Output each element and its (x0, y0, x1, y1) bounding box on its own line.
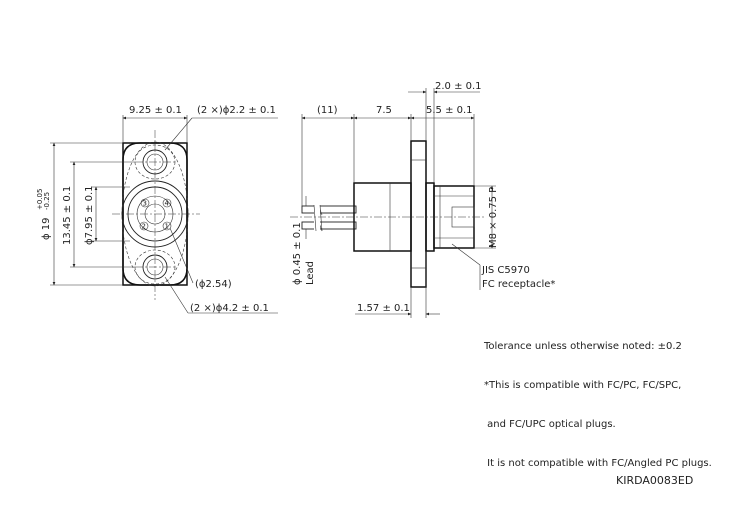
front-view: 1 2 3 4 9.25 ± 0.1 (2 ×)ϕ2.2 ± 0.1 ϕ 19 … (36, 105, 278, 314)
dim-width: 9.25 ± 0.1 (129, 105, 182, 116)
notes: Tolerance unless otherwise noted: ±0.2 *… (484, 314, 712, 483)
note-compat-2: and FC/UPC optical plugs. (484, 419, 616, 430)
dim-5-5: 5.5 ± 0.1 (426, 105, 473, 116)
note-compat-3: It is not compatible with FC/Angled PC p… (484, 458, 712, 469)
lead-label: Lead (305, 261, 316, 285)
pin-label-2: 2 (142, 223, 146, 231)
dim-hole-pitch: 13.45 ± 0.1 (62, 186, 73, 245)
drawing-code: KIRDA0083ED (616, 474, 694, 487)
dim-bottom: 1.57 ± 0.1 (357, 303, 410, 314)
receptacle-label: FC receptacle* (482, 279, 555, 290)
dim-outer-dia: ϕ 19 (41, 218, 52, 241)
pin-3 (140, 198, 150, 208)
pin-4 (162, 198, 172, 208)
dim-small-holes: (2 ×)ϕ2.2 ± 0.1 (197, 105, 276, 116)
dim-outer-dia-tol-lower: -0.25 (43, 192, 51, 210)
pin-label-3: 3 (143, 200, 147, 208)
pin-label-4: 4 (165, 200, 170, 208)
pin-1 (162, 221, 172, 231)
dim-11: (11) (317, 105, 338, 116)
note-tolerance: Tolerance unless otherwise noted: ±0.2 (484, 341, 682, 352)
dim-top: 2.0 ± 0.1 (435, 81, 482, 92)
lead-upper (301, 205, 357, 214)
dim-7-5: 7.5 (376, 105, 392, 116)
receptacle-std: JIS C5970 (481, 265, 530, 276)
note-compat-1: *This is compatible with FC/PC, FC/SPC, (484, 380, 682, 391)
side-flange (410, 140, 427, 288)
pin-2 (139, 221, 149, 231)
pin-label-1: 1 (165, 223, 169, 231)
dim-large-holes: (2 ×)ϕ4.2 ± 0.1 (190, 303, 269, 314)
dim-pcd: (ϕ2.54) (195, 279, 232, 290)
dim-pin-circle: ϕ7.95 ± 0.1 (84, 185, 95, 245)
dim-lead: ϕ 0.45 ± 0.1 (292, 222, 303, 285)
lead-lower (301, 221, 357, 230)
dim-outer-dia-tol-upper: +0.05 (36, 189, 44, 210)
dim-thread: M8 × 0.75 P (488, 187, 499, 248)
side-view: 2.0 ± 0.1 (11) 7.5 5.5 ± 0.1 ϕ 0.45 ± 0.… (290, 81, 555, 318)
